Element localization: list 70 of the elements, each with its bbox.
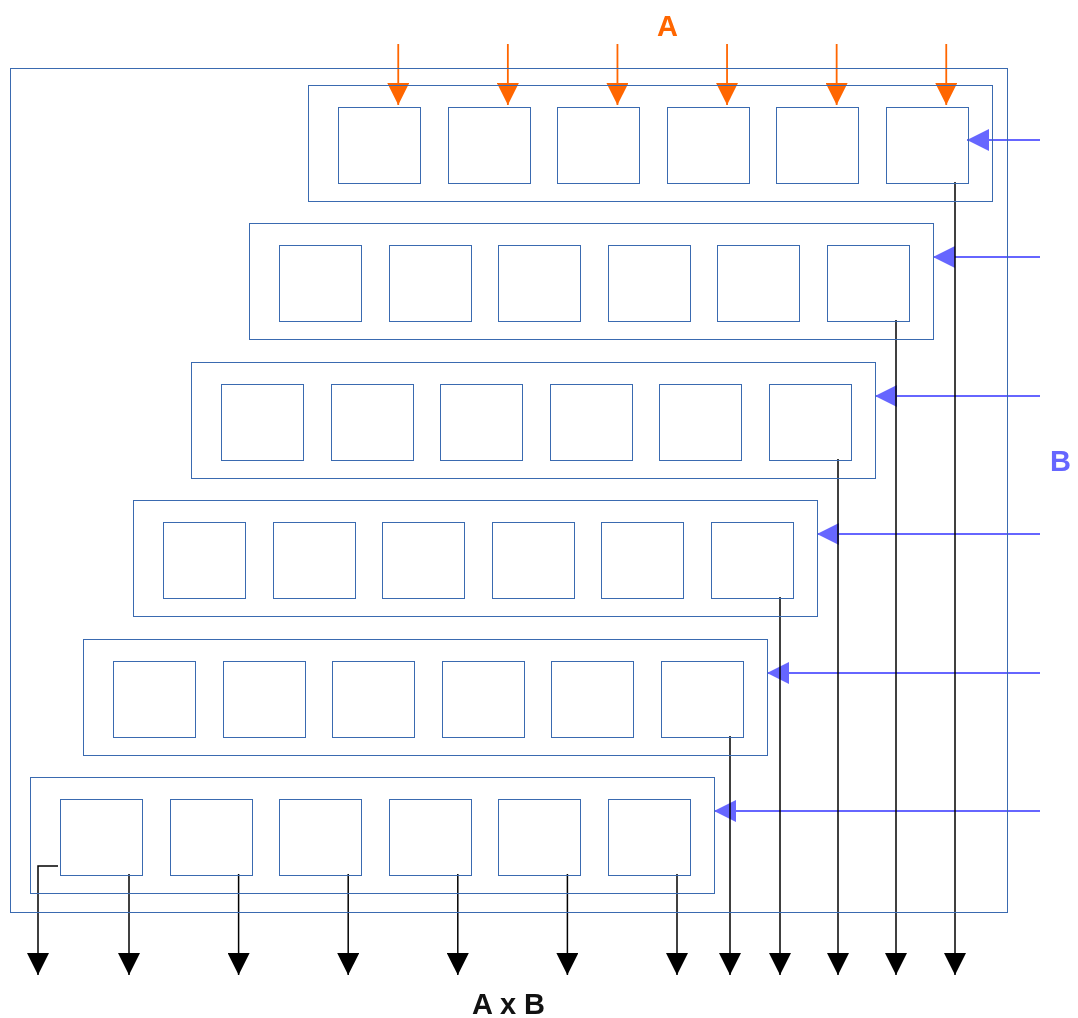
arrow xyxy=(932,246,1041,268)
cell-box xyxy=(557,107,641,184)
arrow xyxy=(874,385,1041,407)
row-box xyxy=(133,500,818,617)
arrow xyxy=(666,873,688,976)
arrow xyxy=(816,523,1041,545)
cell-box xyxy=(113,661,196,738)
cell-box xyxy=(608,799,691,876)
arrow xyxy=(766,662,1041,684)
cell-box xyxy=(498,245,582,322)
arrow xyxy=(935,43,958,106)
cell-box xyxy=(827,245,910,322)
cell-box xyxy=(382,522,466,599)
array-frame xyxy=(10,68,1008,913)
arrow xyxy=(966,129,1041,151)
cell-box xyxy=(711,522,794,599)
row-box xyxy=(30,777,715,894)
cell-box xyxy=(886,107,969,184)
cell-box xyxy=(338,107,421,184)
cell-box xyxy=(169,799,253,876)
arrow xyxy=(227,873,250,976)
cell-box xyxy=(441,661,525,738)
cell-box xyxy=(279,245,362,322)
cell-box xyxy=(221,384,304,461)
arrow xyxy=(496,43,519,106)
row-box xyxy=(249,223,934,340)
cell-box xyxy=(549,384,633,461)
arrow xyxy=(769,596,791,976)
cell-box xyxy=(776,107,860,184)
arrow xyxy=(337,873,360,976)
arrow xyxy=(885,319,907,976)
cell-box xyxy=(330,384,414,461)
cell-box xyxy=(272,522,356,599)
cell-box xyxy=(659,384,743,461)
cell-box xyxy=(769,384,852,461)
arrow xyxy=(118,873,140,976)
arrow xyxy=(27,865,59,976)
cell-box xyxy=(388,245,472,322)
cell-box xyxy=(491,522,575,599)
cell-box xyxy=(498,799,582,876)
cell-box xyxy=(717,245,801,322)
arrow xyxy=(606,43,629,106)
cell-box xyxy=(601,522,685,599)
arrow xyxy=(716,43,739,106)
cell-box xyxy=(332,661,416,738)
cell-box xyxy=(222,661,306,738)
arrow xyxy=(827,458,849,976)
cell-box xyxy=(440,384,524,461)
arrow xyxy=(719,735,741,976)
input-label: A xyxy=(657,12,678,41)
row-box xyxy=(83,639,768,756)
cell-box xyxy=(607,245,691,322)
arrow xyxy=(387,43,410,106)
cell-box xyxy=(551,661,635,738)
arrow xyxy=(825,43,848,106)
cell-box xyxy=(163,522,246,599)
arrow xyxy=(713,800,1041,822)
arrow xyxy=(446,873,469,976)
arrow xyxy=(944,181,966,976)
arrow xyxy=(556,873,579,976)
cell-box xyxy=(279,799,363,876)
row-box xyxy=(308,85,993,202)
cell-box xyxy=(388,799,472,876)
output-label: A x B xyxy=(472,990,546,1018)
cell-box xyxy=(661,661,744,738)
row-box xyxy=(191,362,876,479)
cell-box xyxy=(666,107,750,184)
cell-box xyxy=(60,799,143,876)
cell-box xyxy=(447,107,531,184)
input-label: B xyxy=(1050,447,1071,476)
